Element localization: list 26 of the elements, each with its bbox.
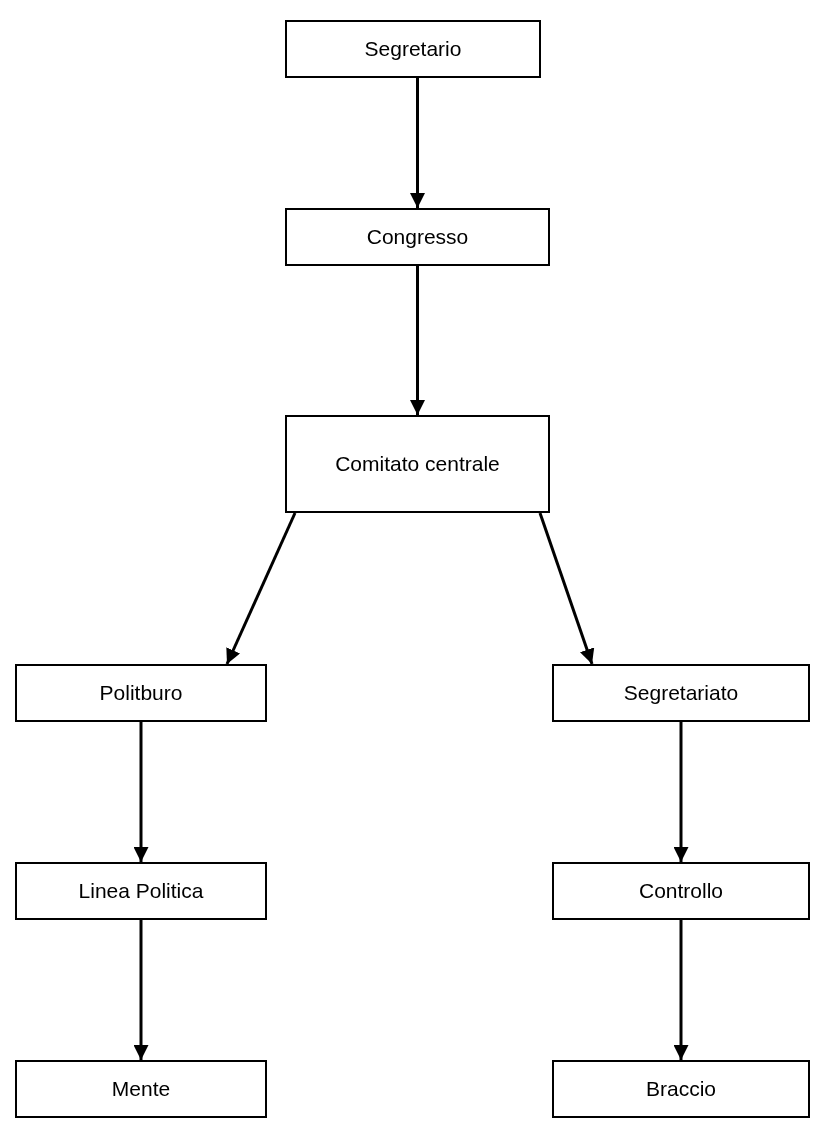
box-label: Controllo (638, 879, 723, 903)
box-label: Braccio (646, 1077, 716, 1101)
process-box (552, 664, 810, 722)
process-box (285, 20, 541, 78)
box-label: Congresso (366, 225, 469, 249)
box-label: Segretario (364, 37, 462, 61)
process-box (552, 862, 810, 920)
box-label: Segretariato (623, 681, 739, 705)
arrow (673, 722, 689, 862)
process-box (15, 664, 267, 722)
arrow (673, 920, 689, 1060)
arrow (410, 266, 425, 415)
arrow (410, 78, 425, 208)
process-box (15, 862, 267, 920)
box-label: Politburo (99, 681, 183, 705)
box-label: Linea Politica (78, 879, 204, 903)
box-label: Comitato centrale (335, 452, 500, 476)
process-box (285, 208, 550, 266)
arrow (225, 512, 297, 665)
arrow (133, 722, 149, 862)
arrow (538, 512, 595, 665)
box-label: Mente (111, 1077, 171, 1101)
arrow (133, 920, 149, 1060)
process-box (552, 1060, 810, 1118)
process-box (15, 1060, 267, 1118)
process-box (285, 415, 550, 513)
